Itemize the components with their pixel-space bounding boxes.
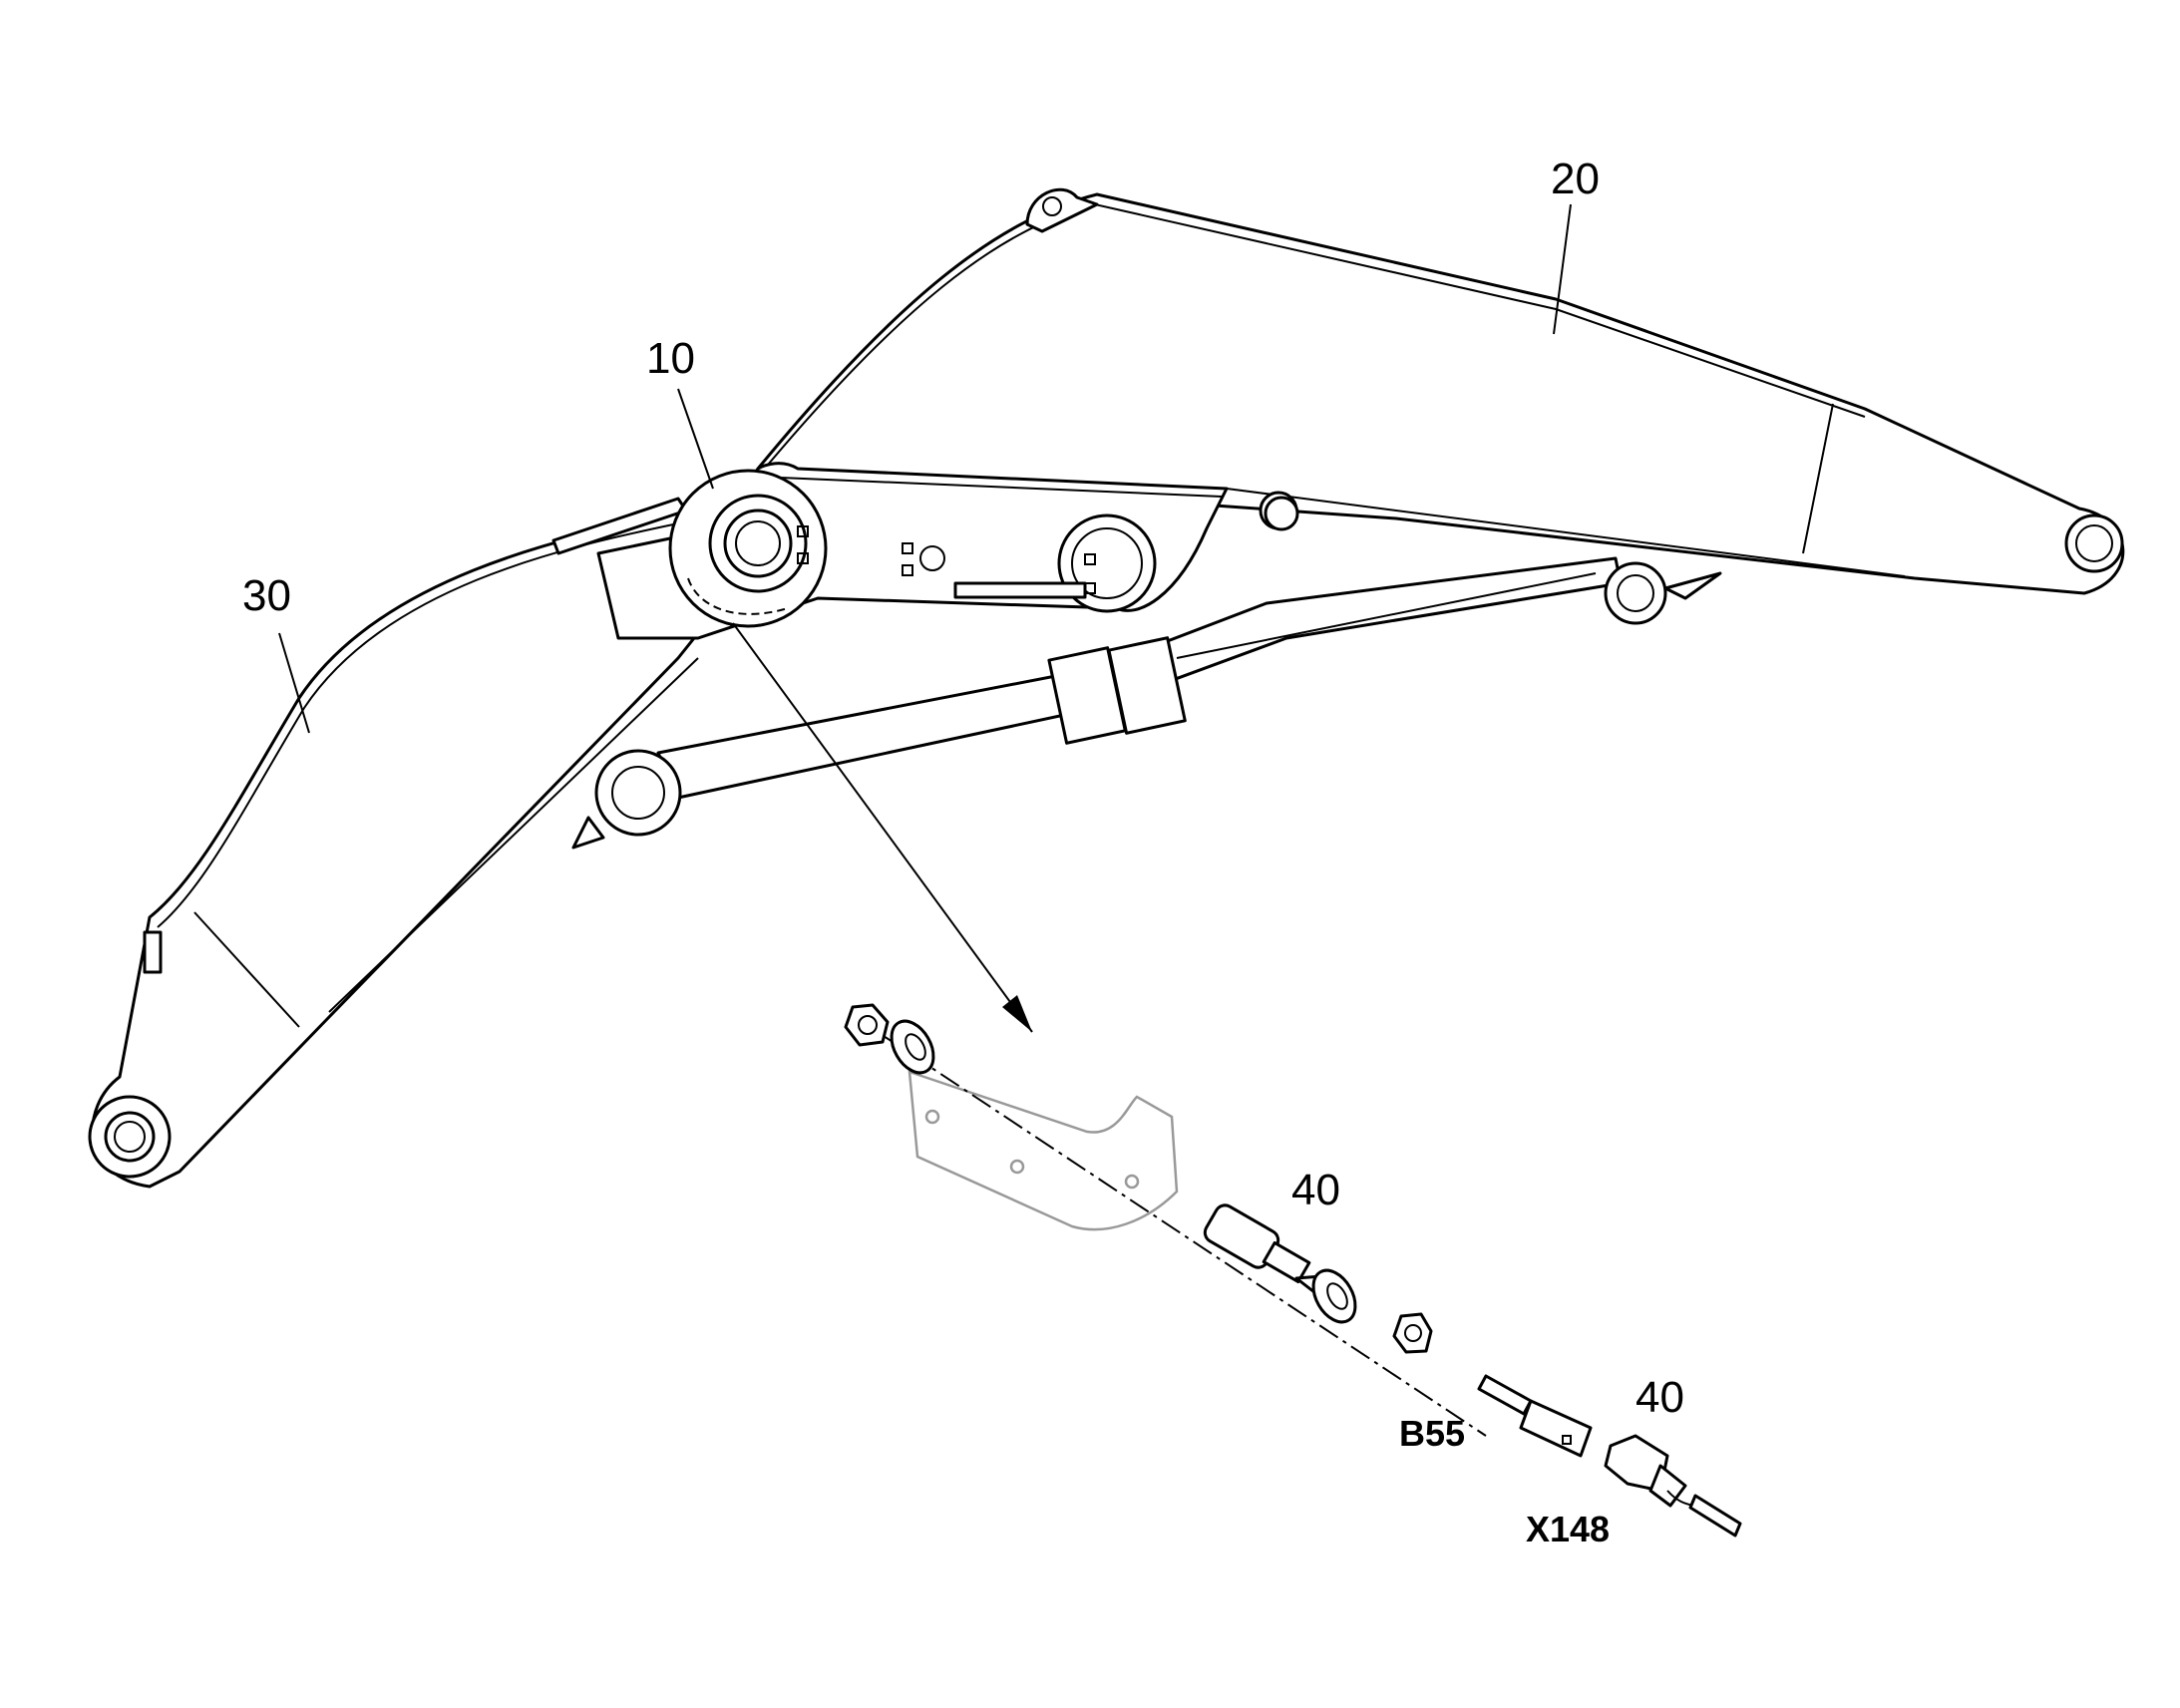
callout-30: 30: [242, 571, 291, 620]
washer-left: [890, 1019, 935, 1075]
exploded-sensor-view: [844, 1003, 1742, 1537]
detail-arrowhead: [1002, 995, 1032, 1032]
harness-connector-x148: [1604, 1434, 1742, 1537]
label-x148: X148: [1526, 1509, 1610, 1549]
washer-right: [1311, 1268, 1357, 1324]
callout-40-sensor: 40: [1291, 1166, 1340, 1214]
label-b55: B55: [1399, 1413, 1465, 1454]
detail-arrow-line: [732, 622, 1033, 1033]
proximity-sensor-b55: [1203, 1203, 1323, 1294]
callout-20: 20: [1551, 155, 1600, 203]
callout-40-connector: 40: [1635, 1373, 1684, 1422]
nut-right: [1392, 1312, 1433, 1354]
arm-head-assembly: [596, 462, 1299, 640]
leader-30: [278, 632, 310, 734]
hydraulic-cylinder: [571, 556, 1722, 850]
nut-left: [844, 1003, 890, 1047]
arm: [88, 497, 720, 1189]
leader-10: [677, 388, 714, 490]
callout-10: 10: [646, 334, 695, 383]
leader-20: [1553, 203, 1572, 335]
sensor-bracket: [908, 1070, 1179, 1231]
sensor-connector-b55: [1477, 1374, 1593, 1458]
